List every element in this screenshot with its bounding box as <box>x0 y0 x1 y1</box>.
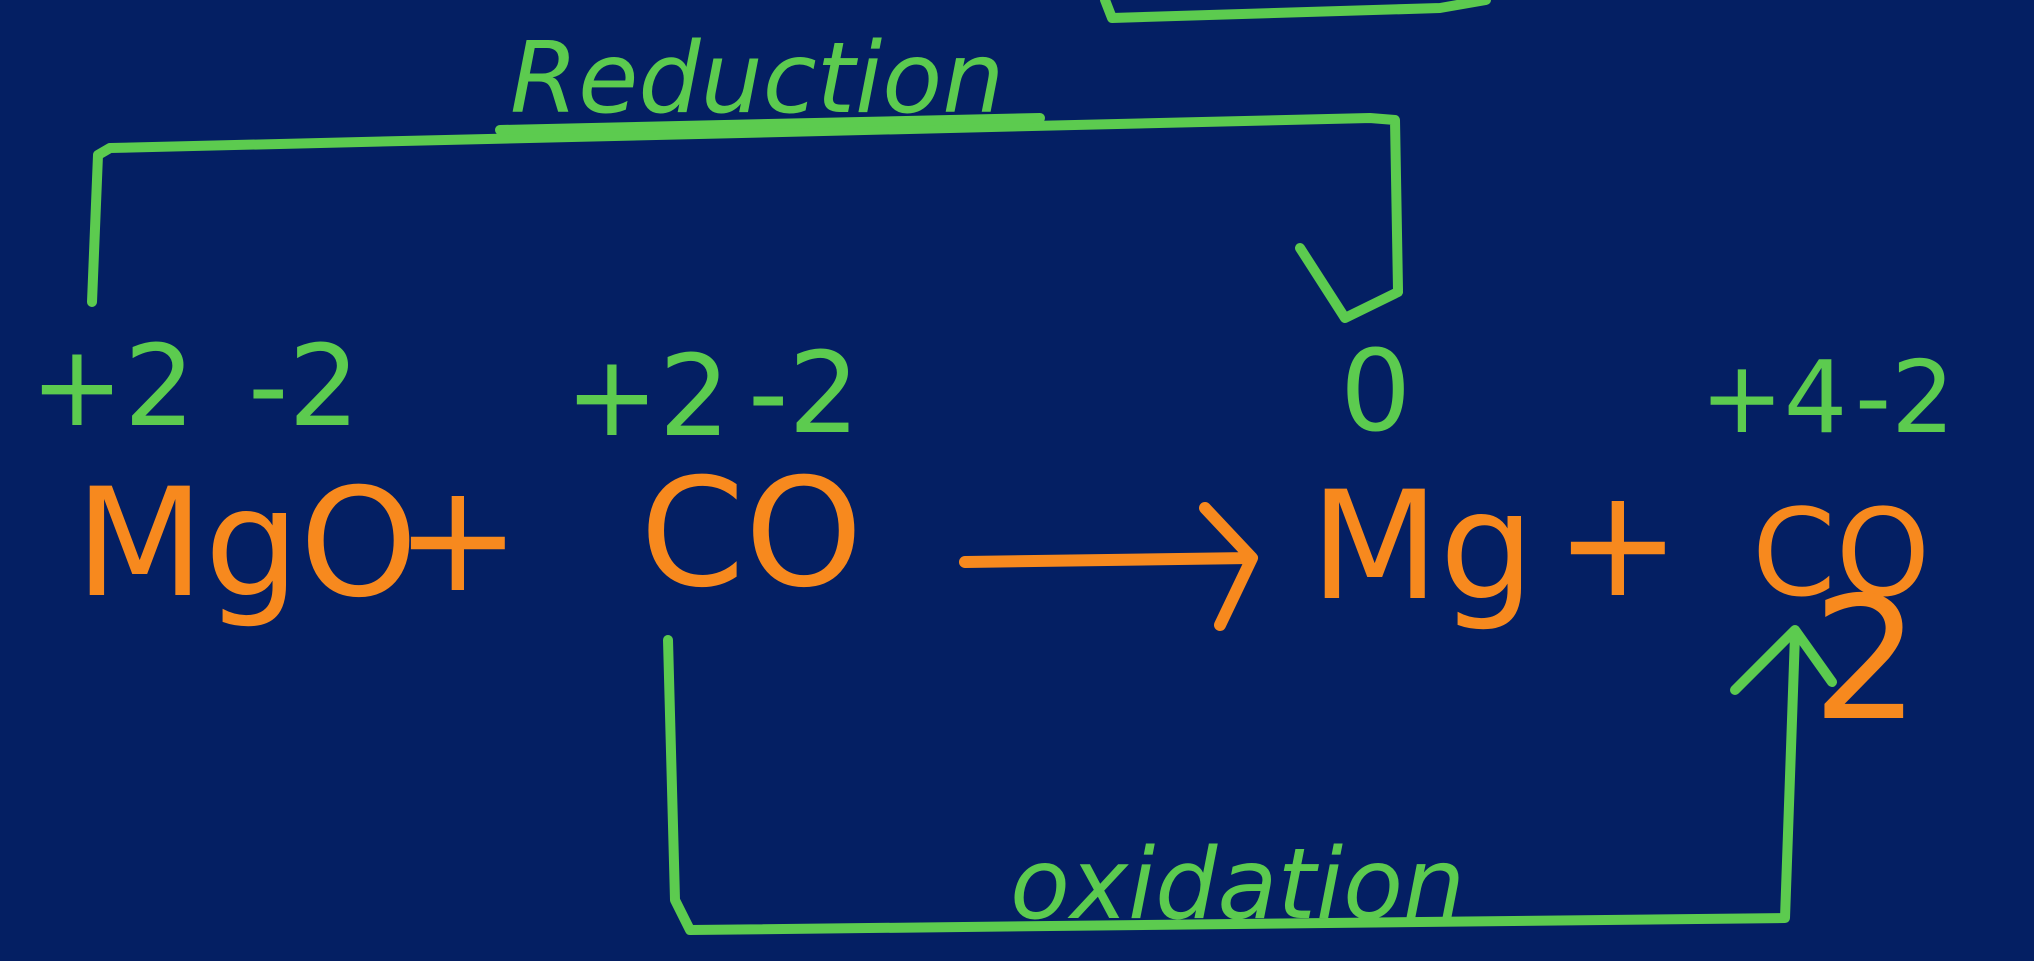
ox-state-co-c: +2 <box>565 332 730 462</box>
plus-sign-2: + <box>1555 457 1681 631</box>
reduction-bracket-line <box>87 113 1403 307</box>
ox-state-mgo-o: -2 <box>248 322 360 452</box>
product-co2-subscript: 2 <box>1812 561 1920 759</box>
oxidation-arrow-head <box>1730 625 1837 695</box>
oxidation-label: oxidation <box>1010 828 1465 942</box>
top-partial-box-stroke <box>1100 0 1491 23</box>
plus-sign-1: + <box>395 452 521 626</box>
ox-state-co2-o: -2 <box>1855 339 1955 456</box>
reduction-arrow-head <box>1295 243 1403 323</box>
product-co2: CO <box>1752 485 1930 624</box>
reactant-mgo: MgO <box>75 457 418 631</box>
reduction-underline <box>495 113 1045 135</box>
product-mg: Mg <box>1310 460 1535 634</box>
reaction-arrow <box>959 502 1258 631</box>
ox-state-mgo-mg: +2 <box>30 322 195 452</box>
ox-state-mg: 0 <box>1340 327 1411 457</box>
ox-state-co2-c: +4 <box>1700 339 1847 456</box>
reactant-co: CO <box>640 447 863 621</box>
reduction-label: Reduction <box>510 22 1004 136</box>
oxidation-bracket-line <box>663 630 1800 935</box>
ox-state-co-o: -2 <box>748 329 860 459</box>
